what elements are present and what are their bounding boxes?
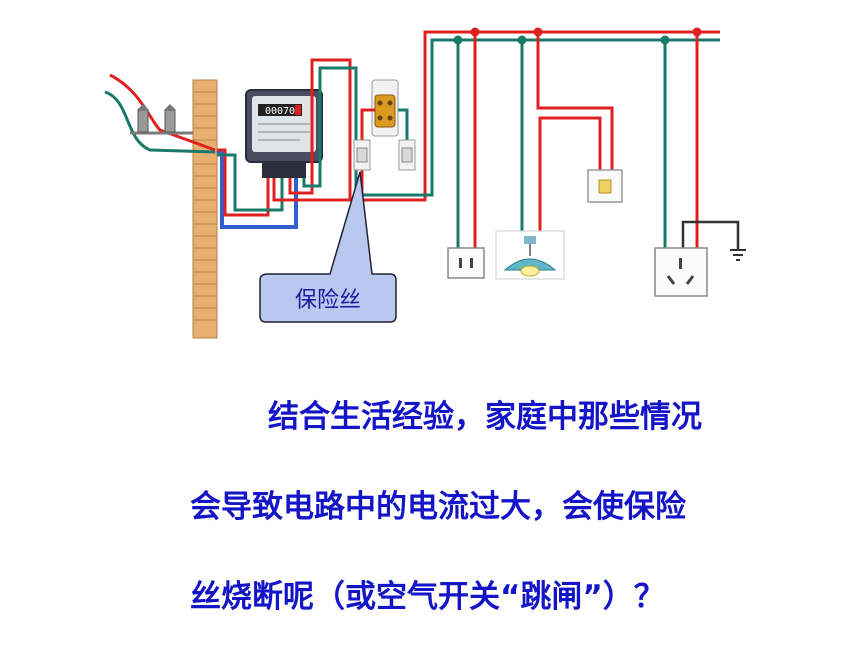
question-line-2: 会导致电路中的电流过大，会使保险 [190, 489, 686, 525]
electric-meter: 00070 [245, 89, 323, 178]
incoming-line [104, 73, 216, 154]
question-line-1: 结合生活经验，家庭中那些情况 [268, 399, 702, 435]
fuse-left [353, 139, 371, 171]
branch-wires [456, 32, 740, 250]
knife-switch [360, 79, 409, 140]
three-pin-socket [654, 247, 708, 297]
question-text: 结合生活经验，家庭中那些情况 会导致电路中的电流过大，会使保险 丝烧断呢（或空气… [150, 372, 830, 642]
two-pin-socket [447, 247, 485, 279]
ground-symbol-icon [730, 249, 746, 261]
household-circuit-diagram: 00070 [104, 27, 746, 339]
fuse-callout-label: 保险丝 [294, 288, 361, 313]
wall-switch [587, 169, 623, 203]
question-line-3: 丝烧断呢（或空气开关“跳闸”）？ [190, 579, 665, 615]
ceiling-lamp [495, 230, 565, 280]
ground-wire [217, 150, 298, 229]
meter-reading: 00070 [265, 106, 295, 117]
meter-output-wires [272, 30, 720, 202]
fuse-right [398, 139, 416, 171]
brick-wall [192, 79, 218, 339]
fuse-callout-bubble [259, 171, 397, 323]
junction-dots [453, 27, 702, 45]
